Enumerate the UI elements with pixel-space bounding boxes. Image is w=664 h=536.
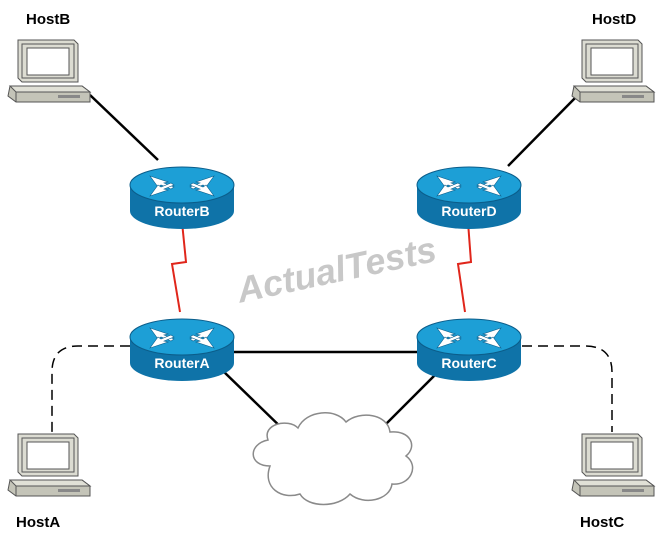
host-b-label: HostB <box>26 11 70 28</box>
link-routerc-hostc <box>522 345 613 432</box>
router-icon <box>416 318 522 382</box>
router-icon <box>129 166 235 230</box>
serial-routerb-routera <box>170 221 188 313</box>
router-a[interactable]: RouterA <box>129 318 235 382</box>
host-d[interactable] <box>571 39 655 103</box>
host-b[interactable] <box>7 39 91 103</box>
router-b-label: RouterB <box>154 203 209 219</box>
computer-icon <box>571 39 655 103</box>
computer-icon <box>7 39 91 103</box>
host-a-label: HostA <box>16 514 60 531</box>
router-a-label: RouterA <box>154 355 209 371</box>
router-d-label: RouterD <box>441 203 496 219</box>
router-c-label: RouterC <box>441 355 496 371</box>
lan-links <box>51 345 613 432</box>
cloud-icon <box>252 412 414 506</box>
serial-links <box>170 221 473 313</box>
host-c-label: HostC <box>580 514 624 531</box>
router-b[interactable]: RouterB <box>129 166 235 230</box>
link-hostd-routerd <box>507 94 579 167</box>
router-c[interactable]: RouterC <box>416 318 522 382</box>
host-a[interactable] <box>7 433 91 497</box>
computer-icon <box>7 433 91 497</box>
router-icon <box>416 166 522 230</box>
link-hostb-routerb <box>89 94 159 161</box>
watermark: ActualTests <box>232 228 440 310</box>
host-d-label: HostD <box>592 11 636 28</box>
link-routera-hosta <box>51 345 130 432</box>
router-d[interactable]: RouterD <box>416 166 522 230</box>
router-icon <box>129 318 235 382</box>
host-c[interactable] <box>571 433 655 497</box>
computer-icon <box>571 433 655 497</box>
link-routerc-cloud <box>377 369 441 433</box>
serial-routerd-routerc <box>456 221 473 313</box>
